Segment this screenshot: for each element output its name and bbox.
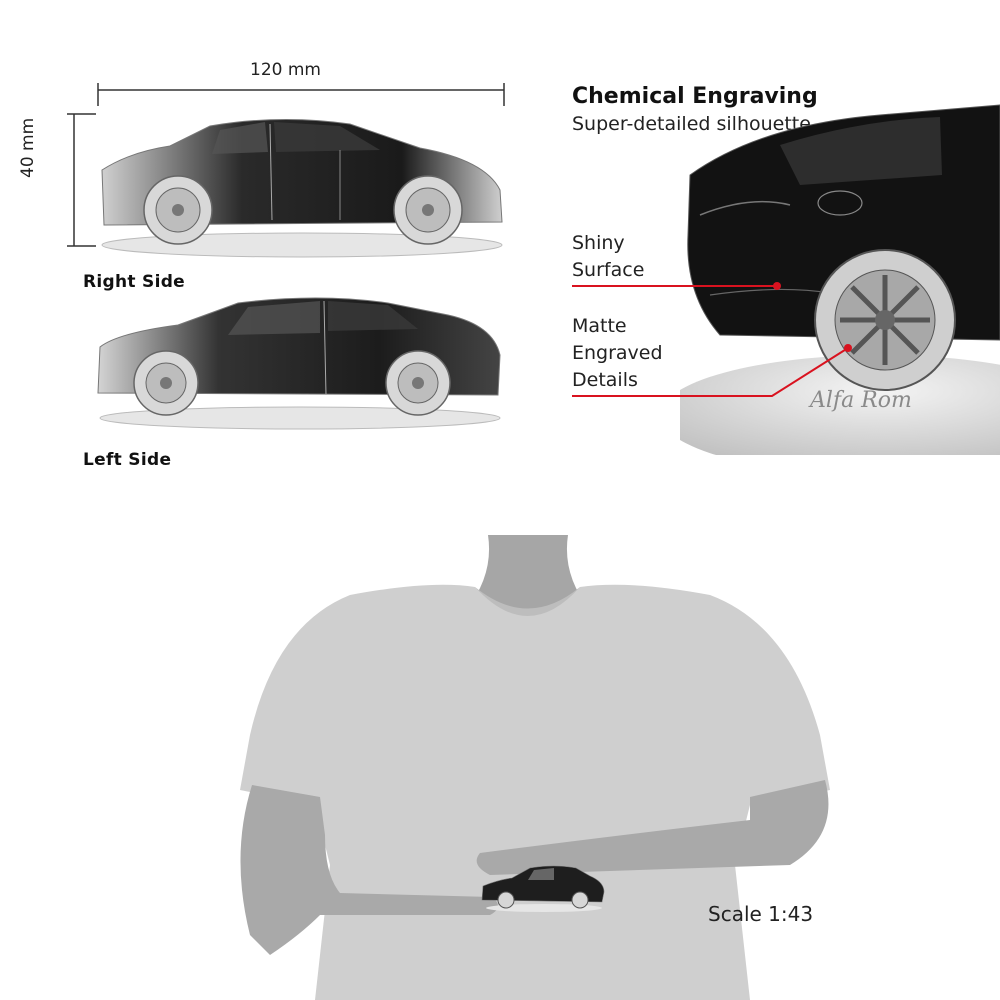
height-dimension-label: 40 mm (18, 117, 38, 178)
left-side-label: Left Side (83, 450, 172, 470)
human-silhouette (240, 535, 830, 1000)
engraving-title: Chemical Engraving (572, 84, 818, 109)
callout-shiny-surface: Shiny Surface (572, 230, 644, 284)
callout-matte-line-2: Engraved (572, 342, 663, 364)
callout-shiny-line-1: Shiny (572, 232, 625, 254)
right-side-car-image (101, 118, 503, 258)
callout-shiny-line-2: Surface (572, 259, 645, 281)
callout-matte-line-1: Matte (572, 315, 627, 337)
left-side-car-image (97, 297, 501, 430)
engraving-subtitle: Super-detailed silhouette (572, 113, 811, 135)
callout-matte-details: Matte Engraved Details (572, 313, 663, 394)
right-side-label: Right Side (83, 272, 186, 292)
callout-shiny-pointer (572, 282, 781, 290)
rear-closeup-car-image (680, 104, 1000, 455)
width-dimension-label: 120 mm (250, 60, 321, 80)
width-dimension-line (97, 83, 505, 106)
scale-car-image (481, 865, 605, 912)
height-dimension-line (67, 113, 96, 247)
scale-label: Scale 1:43 (708, 902, 814, 926)
callout-matte-line-3: Details (572, 369, 638, 391)
callout-matte-pointer (572, 344, 852, 397)
base-engraved-script: Alfa Rom (810, 388, 912, 413)
